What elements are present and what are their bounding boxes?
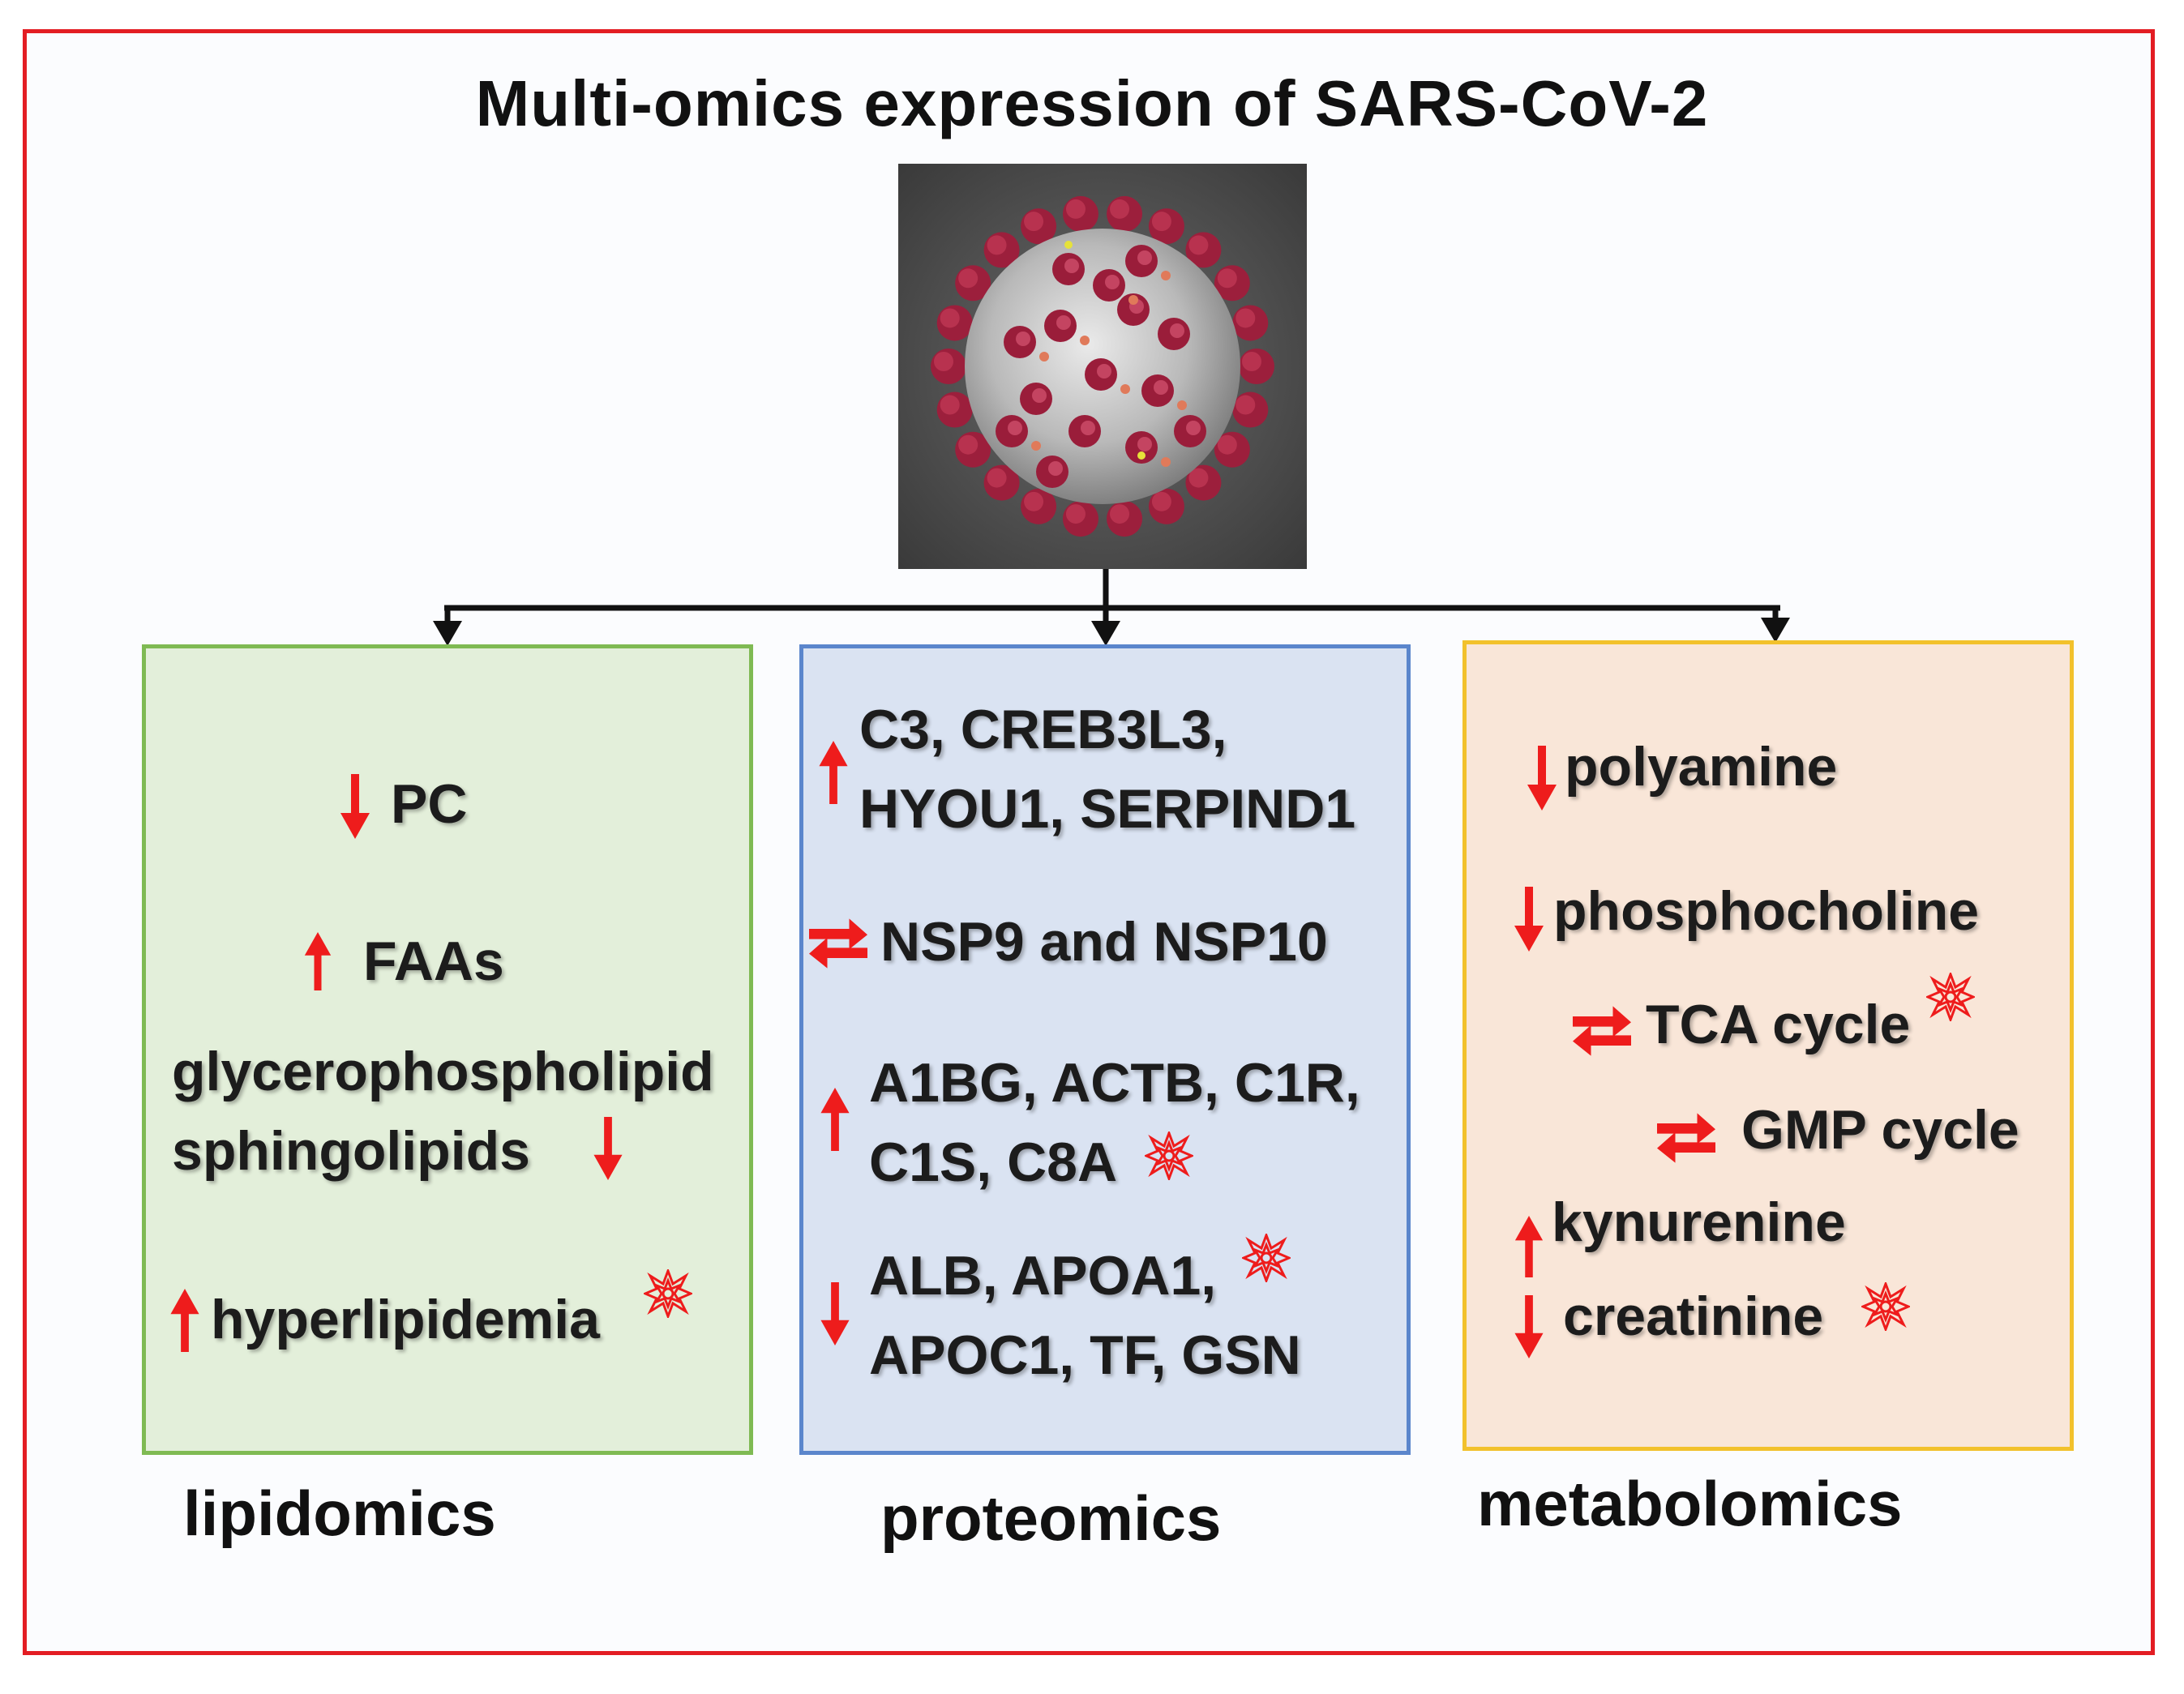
protein-item-line7: APOC1, TF, GSN: [869, 1324, 1301, 1386]
protein-item-nsp: NSP9 and NSP10: [880, 911, 1328, 973]
exchange-arrows-icon: [809, 914, 867, 973]
figure-title: Multi-omics expression of SARS-CoV-2: [475, 67, 1709, 139]
coronavirus-image: [898, 164, 1307, 569]
star-marker-icon: [1242, 1234, 1291, 1282]
protein-item-line4: A1BG, ACTB, C1R,: [869, 1052, 1360, 1114]
arrow-up-icon: [302, 932, 334, 990]
arrow-down-icon: [1513, 1295, 1545, 1358]
metab-item-gmp-cycle: GMP cycle: [1741, 1099, 2019, 1161]
star-marker-icon: [1861, 1282, 1910, 1331]
arrow-down-icon: [339, 774, 371, 839]
proteomics-box: [799, 644, 1411, 1455]
lipid-item-faas: FAAs: [363, 930, 504, 992]
metab-item-polyamine: polyamine: [1565, 736, 1838, 798]
lipid-item-sphingolipids: sphingolipids: [172, 1120, 530, 1182]
metab-item-tca-cycle: TCA cycle: [1646, 994, 1911, 1055]
metabolomics-box: [1462, 640, 2074, 1451]
protein-item-line6: ALB, APOA1,: [869, 1245, 1217, 1307]
arrow-down-icon: [1526, 746, 1558, 811]
arrow-up-icon: [817, 741, 850, 804]
star-marker-icon: [1926, 973, 1975, 1021]
metab-item-kynurenine: kynurenine: [1552, 1191, 1846, 1253]
arrow-up-icon: [819, 1088, 851, 1151]
protein-item-line2: HYOU1, SERPIND1: [859, 778, 1356, 840]
lipidomics-box: [142, 644, 753, 1455]
star-marker-icon: [644, 1269, 692, 1318]
metab-item-creatinine: creatinine: [1563, 1285, 1824, 1347]
arrow-down-icon: [1513, 887, 1545, 952]
lipid-item-pc: PC: [391, 773, 468, 835]
protein-item-line5: C1S, C8A: [869, 1131, 1118, 1193]
proteomics-label: proteomics: [880, 1482, 1222, 1554]
star-marker-icon: [1145, 1131, 1193, 1180]
arrow-up-icon: [169, 1289, 201, 1352]
lipidomics-label: lipidomics: [183, 1478, 496, 1549]
exchange-arrows-icon: [1573, 1002, 1631, 1060]
metabolomics-label: metabolomics: [1477, 1468, 1903, 1539]
arrow-down-icon: [592, 1117, 624, 1180]
arrow-up-icon: [1513, 1216, 1545, 1277]
lipid-item-hyperlipidemia: hyperlipidemia: [211, 1289, 600, 1350]
protein-item-line1: C3, CREB3L3,: [859, 699, 1227, 760]
exchange-arrows-icon: [1657, 1109, 1715, 1167]
metab-item-phosphocholine: phosphocholine: [1553, 880, 1980, 942]
lipid-item-glycerophospholipid: glycerophospholipid: [172, 1041, 714, 1102]
arrow-down-icon: [819, 1282, 851, 1345]
